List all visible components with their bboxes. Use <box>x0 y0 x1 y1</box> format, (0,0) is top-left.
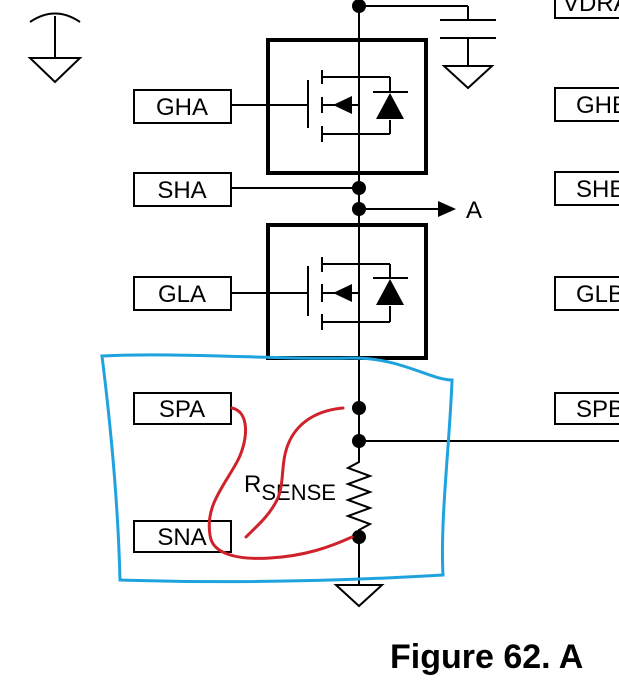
pin-sha-label: SHA <box>157 177 206 204</box>
arrow-to-node-a <box>438 201 456 217</box>
pin-vdra-label: VDRA <box>563 0 619 17</box>
pin-spa: SPA <box>133 392 232 425</box>
pin-ghb: GHB <box>554 87 619 122</box>
pin-glb: GLB <box>554 276 619 311</box>
pin-spb: SPB <box>554 392 619 425</box>
pin-gla-label: GLA <box>158 281 206 308</box>
pin-shb: SHB <box>554 171 619 206</box>
pin-glb-label: GLB <box>576 281 619 308</box>
pin-gha-label: GHA <box>156 94 208 121</box>
pin-spb-label: SPB <box>576 396 619 423</box>
node-a-label: A <box>466 197 482 224</box>
sense-resistor <box>345 456 373 537</box>
supply-symbol <box>27 12 83 84</box>
pin-sna-label: SNA <box>157 524 206 551</box>
junction-dots <box>352 0 366 544</box>
connection-wires <box>232 187 619 442</box>
pin-spa-label: SPA <box>159 396 205 423</box>
figure-caption: Figure 62. A <box>390 638 583 676</box>
pin-gha: GHA <box>133 89 232 124</box>
pin-gla: GLA <box>133 276 232 311</box>
pin-ghb-label: GHB <box>576 92 619 119</box>
bottom-ground <box>333 584 385 608</box>
rsense-label: RSENSE <box>244 471 336 505</box>
rsense-main: R <box>244 471 261 498</box>
pin-shb-label: SHB <box>576 176 619 203</box>
highlight-box <box>100 353 454 584</box>
rsense-sub: SENSE <box>261 480 336 505</box>
high-side-fet <box>232 38 428 175</box>
pin-sha: SHA <box>133 172 232 207</box>
annotation-scribbles <box>207 406 354 560</box>
low-side-fet <box>232 223 428 360</box>
pin-vdra: VDRA <box>554 0 619 19</box>
decoupling-capacitor <box>360 5 496 90</box>
